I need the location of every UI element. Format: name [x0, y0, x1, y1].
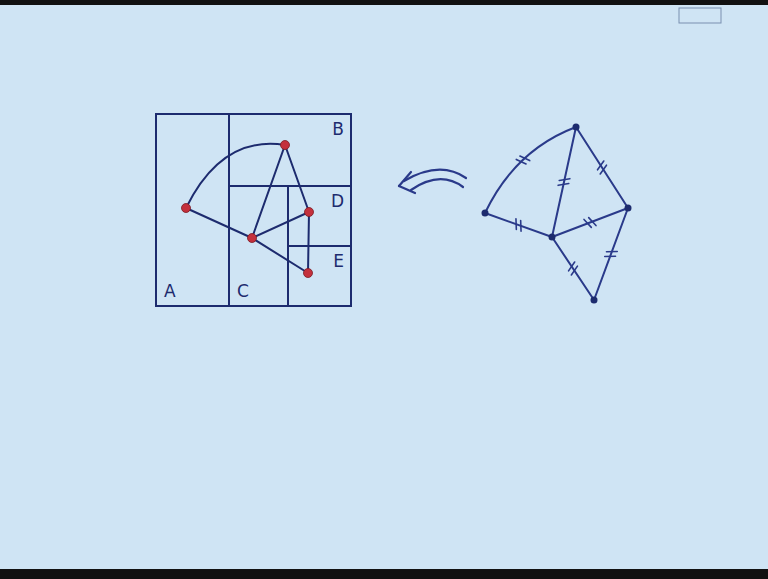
region-vertex — [305, 208, 314, 217]
tick-mark — [589, 218, 596, 226]
adjacency-edge — [186, 144, 285, 208]
graph-edge-line — [552, 208, 628, 237]
graph-vertex — [482, 210, 489, 217]
tick-mark — [584, 219, 591, 227]
tick-mark — [569, 262, 575, 271]
bottom-bar — [0, 569, 768, 579]
floorplan-region: C — [228, 185, 289, 307]
graph-vertex — [573, 124, 580, 131]
adjacency-edge — [308, 212, 309, 273]
tick-mark — [515, 219, 517, 230]
floorplan-region: E — [287, 245, 352, 307]
adjacency-edge — [186, 208, 252, 238]
graph-edge-line — [552, 127, 576, 237]
graph-edge-line — [576, 127, 628, 208]
tick-mark — [598, 161, 604, 170]
logo-box — [679, 8, 721, 23]
region-label: A — [164, 283, 176, 300]
graph-vertex — [549, 234, 556, 241]
top-bar — [0, 0, 768, 5]
graph-figure — [482, 124, 632, 304]
tick-mark — [520, 220, 522, 231]
graph-edge-line — [485, 213, 552, 237]
graph-vertex — [591, 297, 598, 304]
adjacency-edge — [252, 238, 308, 273]
graph-edge-line — [594, 208, 628, 300]
region-label: C — [237, 283, 249, 300]
adjacency-edge — [252, 212, 309, 238]
tick-mark — [571, 266, 577, 275]
tick-mark — [520, 156, 530, 161]
region-vertex — [304, 269, 313, 278]
region-vertex — [182, 204, 191, 213]
double-arrow — [399, 170, 466, 193]
region-label: E — [333, 253, 344, 270]
tick-mark — [516, 159, 526, 164]
graph-edge-line — [552, 237, 594, 300]
region-label: D — [331, 193, 344, 210]
floorplan-region: D — [287, 185, 352, 247]
tick-mark — [605, 255, 616, 257]
adjacency-edge — [252, 145, 285, 238]
region-vertex — [248, 234, 257, 243]
region-vertex — [281, 141, 290, 150]
graph-vertex — [625, 205, 632, 212]
region-label: B — [332, 121, 344, 138]
tick-mark — [600, 165, 606, 174]
floorplan-region: B — [228, 113, 352, 187]
tick-mark — [558, 184, 569, 186]
graph-edge-line — [485, 127, 576, 213]
floorplan-region: A — [155, 113, 230, 307]
tick-mark — [559, 179, 570, 181]
tick-mark — [606, 251, 617, 253]
